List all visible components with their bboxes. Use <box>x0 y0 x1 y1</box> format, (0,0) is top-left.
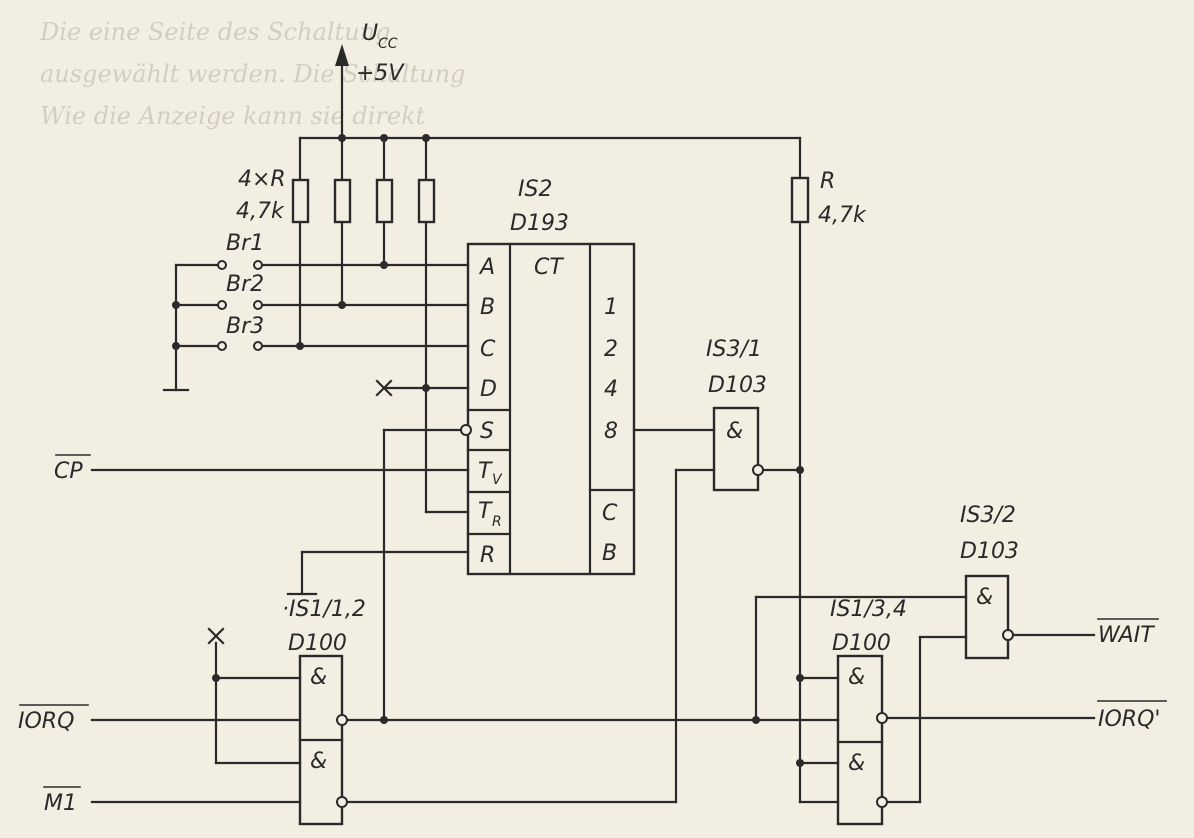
is2-out-2: 2 <box>604 337 618 362</box>
is2-pin-tv-sub: V <box>492 472 503 488</box>
gate-is3-2 <box>964 574 1014 660</box>
gate-is3-1 <box>712 406 764 492</box>
resistor-2 <box>333 178 352 224</box>
signal-iorq: IORQ <box>18 709 74 734</box>
is3-1-name: IS3/1 <box>706 337 762 362</box>
is2-type: D193 <box>510 211 569 236</box>
counter-is2 <box>460 242 636 576</box>
is2-out-c: C <box>602 501 618 526</box>
bleed-line-2: ausgewählt werden. Die Schaltung <box>40 60 465 88</box>
ucc-subscript: CC <box>378 36 398 52</box>
is1-12-name: ·IS1/1,2 <box>282 597 366 622</box>
is2-out-8: 8 <box>604 419 618 444</box>
resistor-array-value: 4,7k <box>236 199 285 224</box>
background-bleed-text: Die eine Seite des Schaltung ausgewählt … <box>39 18 465 130</box>
signal-wait: WAIT <box>1098 623 1155 648</box>
resistors <box>291 176 810 224</box>
is2-name: IS2 <box>518 177 552 202</box>
is3-2-name: IS3/2 <box>960 503 1016 528</box>
jumper-br3-label: Br3 <box>226 314 264 339</box>
resistor-4 <box>417 178 436 224</box>
is2-pin-r: R <box>480 543 495 568</box>
is2-pin-tr-sub: R <box>492 514 502 530</box>
jumper-br1-label: Br1 <box>226 231 264 256</box>
is2-pin-tr: T <box>478 499 493 524</box>
is3-2-symbol: & <box>976 585 993 610</box>
is1-34-symbol-a: & <box>848 665 865 690</box>
is2-out-1: 1 <box>604 295 618 320</box>
is1-34-symbol-b: & <box>848 751 865 776</box>
resistor-array-label: 4×R <box>238 167 286 192</box>
jumper-terminals <box>217 260 263 351</box>
signal-overbars <box>19 454 1167 788</box>
resistor-r-label: R <box>820 169 835 194</box>
is2-pin-c: C <box>480 337 496 362</box>
jumper-br2-label: Br2 <box>226 272 264 297</box>
is2-out-b: B <box>602 541 617 566</box>
is1-12-symbol-a: & <box>310 665 327 690</box>
gate-is1-34 <box>836 654 888 826</box>
is1-34-name: IS1/3,4 <box>830 597 907 622</box>
resistor-r <box>790 176 810 224</box>
is3-1-type: D103 <box>708 373 767 398</box>
is3-2-type: D103 <box>960 539 1019 564</box>
ucc-label: U <box>362 21 378 46</box>
signal-m1: M1 <box>44 791 77 816</box>
is2-pin-b: B <box>480 295 495 320</box>
is3-1-symbol: & <box>726 419 743 444</box>
ucc-arrow-icon <box>335 44 349 66</box>
is2-pin-d: D <box>480 377 497 402</box>
bleed-line-1: Die eine Seite des Schaltung <box>39 18 390 46</box>
resistor-3 <box>375 178 394 224</box>
signal-iorq-out: IORQ' <box>1098 707 1160 732</box>
signal-cp: CP <box>54 459 83 484</box>
bleed-line-3: Wie die Anzeige kann sie direkt <box>40 102 426 130</box>
ucc-voltage: +5V <box>356 61 405 86</box>
is1-12-type: D100 <box>288 631 347 656</box>
is2-pin-a: A <box>478 255 495 280</box>
is1-34-type: D100 <box>832 631 891 656</box>
resistor-1 <box>291 178 310 224</box>
is2-pin-s: S <box>480 419 494 444</box>
is1-12-symbol-b: & <box>310 749 327 774</box>
resistor-r-value: 4,7k <box>818 203 867 228</box>
is2-pin-tv: T <box>478 459 493 484</box>
gate-is1-12 <box>298 654 348 826</box>
junction-dots <box>172 134 804 767</box>
is2-out-4: 4 <box>604 377 618 402</box>
is2-ct-label: CT <box>534 255 564 280</box>
